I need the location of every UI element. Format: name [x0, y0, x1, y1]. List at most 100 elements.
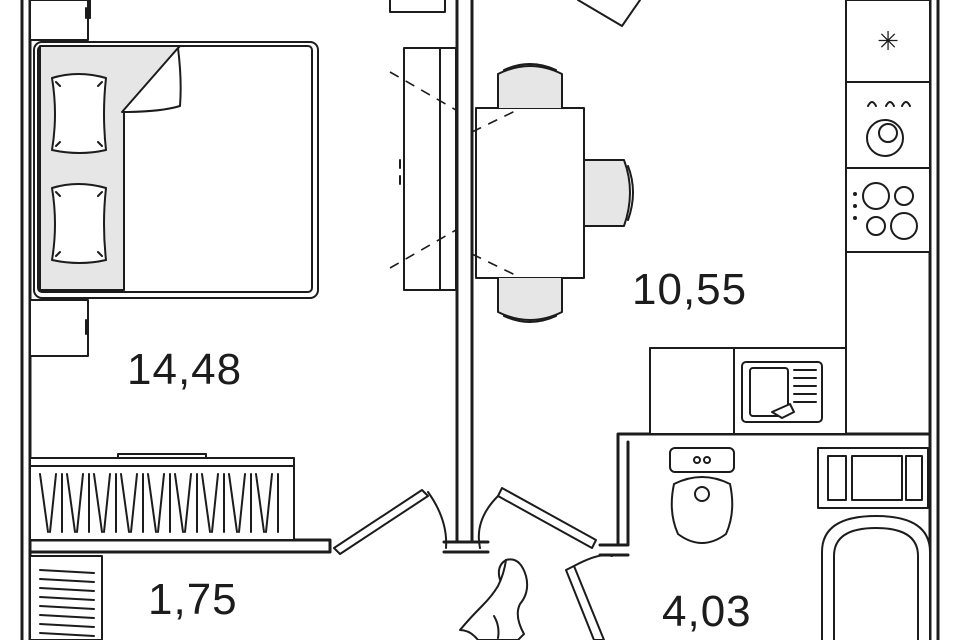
sink-bowl [749, 367, 789, 417]
hanger-line [39, 614, 95, 619]
flush-button-1 [693, 456, 701, 464]
toilet [669, 447, 735, 544]
washer-panel-right [905, 455, 923, 501]
counter-cabinet [649, 347, 735, 435]
kitchen-door-swing [477, 495, 499, 549]
hanger-line [39, 632, 95, 637]
hanger-line [255, 473, 265, 533]
hanger-line [174, 473, 184, 533]
chair-top-back [503, 63, 557, 71]
bathtub-basin [833, 527, 919, 640]
hanger-line [201, 473, 211, 533]
closet-hangers [39, 569, 95, 637]
dog-figure [459, 558, 529, 640]
toilet-drain [694, 486, 710, 502]
oven-knob-large [866, 119, 904, 157]
hanger-line [120, 473, 130, 533]
hanger-line [39, 578, 95, 583]
hanger-line [66, 473, 76, 533]
hob-dot-2 [853, 204, 857, 208]
hanger-line [39, 473, 49, 533]
bathroom-door-leaf [565, 565, 605, 640]
hanger-line [265, 473, 273, 533]
hanger-line [228, 473, 238, 533]
chair-top [497, 65, 563, 108]
kitchen-door-leaf [497, 487, 597, 549]
hanger-line [147, 473, 157, 533]
hanger-line [93, 473, 103, 533]
dog-body [459, 558, 529, 640]
hanger-line [39, 587, 95, 592]
washer-panel-left [827, 455, 847, 501]
cabinet-body [403, 47, 457, 291]
tv-cabinet [389, 47, 457, 291]
sink-drainboard [793, 369, 817, 403]
wardrobe-rail [29, 453, 295, 467]
chair-right [583, 159, 631, 227]
hall-area-label: 1,75 [148, 575, 238, 624]
bedroom-wardrobe [29, 453, 295, 541]
hanger-line [103, 473, 111, 533]
dining-set [471, 63, 634, 323]
hob-ring-2 [894, 186, 914, 206]
snowflake-icon: ✳ [877, 27, 899, 57]
hanger-line [130, 473, 138, 533]
top-window-frame [389, 0, 446, 13]
bedroom-area-label: 14,48 [127, 345, 243, 394]
hob-ring-4 [890, 212, 918, 240]
dog-ear [497, 559, 507, 581]
oven-knob-inner [878, 123, 898, 143]
pillow-top-corners [55, 81, 103, 147]
bathtub [821, 515, 931, 640]
kitchen-counter: ✳ [649, 0, 931, 435]
doors [333, 0, 641, 640]
bedside-table-top [29, 0, 89, 41]
chair-bottom [497, 278, 563, 321]
hanger-line [238, 473, 246, 533]
bed-blanket-fold [121, 47, 182, 113]
hanger-line [39, 605, 95, 610]
flush-button-2 [703, 456, 711, 464]
dog-leg [493, 615, 500, 639]
table-door-swing [471, 95, 547, 291]
hob-ring-1 [862, 182, 890, 210]
pillow-top [51, 73, 107, 154]
pillow-bottom-corners [55, 191, 103, 257]
bedroom-hall-wall [28, 538, 332, 554]
bedroom-door-leaf [333, 489, 429, 555]
kitchen-area-label: 10,55 [632, 265, 748, 314]
hanger-line [184, 473, 192, 533]
hanger-line [39, 569, 95, 574]
hall-closet [29, 555, 103, 640]
hanger-line [49, 473, 57, 533]
hob-dot-3 [853, 216, 857, 220]
gas-burner-icon [867, 101, 911, 107]
hob-ring-3 [866, 216, 886, 236]
hanger-line [39, 596, 95, 601]
bathroom-area-label: 4,03 [662, 587, 752, 636]
kitchen-top-door [577, 0, 641, 27]
hanger-line [211, 473, 219, 533]
hob [845, 167, 931, 253]
pillow-bottom [51, 183, 107, 264]
hanger-line [76, 473, 84, 533]
hanger-line [157, 473, 165, 533]
hob-dot-1 [853, 192, 857, 196]
chair-bottom-back [503, 315, 557, 323]
hanger-line [39, 623, 95, 628]
cabinet-door-swing [389, 71, 457, 269]
washer-door [851, 455, 903, 501]
toilet-cistern [669, 447, 735, 473]
chair-right-back [627, 165, 634, 221]
washing-machine [817, 447, 929, 509]
bedroom-door-swing [427, 491, 448, 549]
bedside-table-bottom [29, 299, 89, 357]
double-bed [33, 41, 319, 299]
fridge [845, 0, 931, 83]
dining-table [475, 107, 585, 279]
bathroom-door-swing [573, 554, 613, 567]
toilet-bowl [670, 476, 734, 544]
sink-tap [771, 403, 795, 419]
wardrobe-hangers [39, 473, 279, 533]
